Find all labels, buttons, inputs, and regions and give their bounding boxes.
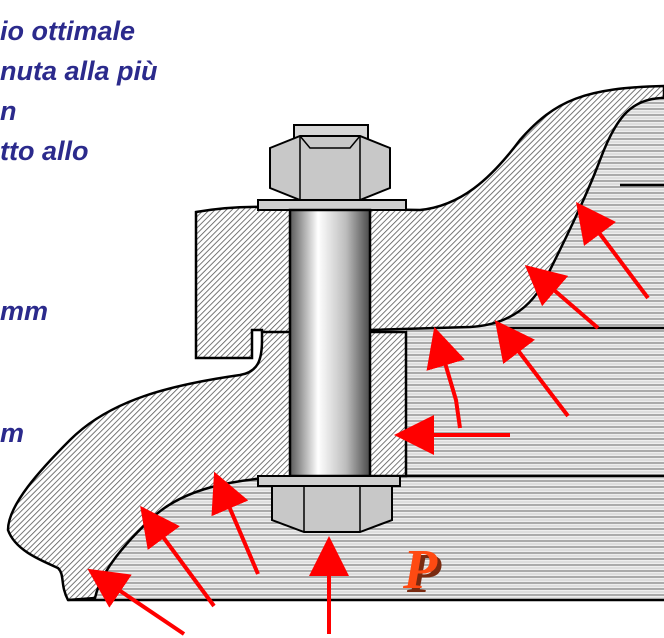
pressure-arrow: [140, 505, 216, 608]
pressure-arrows: [87, 202, 650, 636]
pressure-label: P: [402, 539, 438, 601]
pressure-arrow: [87, 568, 186, 636]
text-line-3: n: [0, 96, 17, 126]
text-line-2: nuta alla più: [0, 56, 158, 86]
text-line-6: m: [0, 418, 25, 448]
pressure-label-shadow: P: [406, 543, 442, 605]
text-line-1: io ottimale: [0, 16, 136, 46]
pressure-arrow: [576, 202, 650, 300]
bolt-shaft: [288, 208, 372, 478]
text-line-4: tto allo: [0, 136, 89, 166]
bolt-nut-bottom: [257, 475, 401, 533]
bolt-head-top: [257, 124, 407, 211]
pressure-arrow: [494, 320, 570, 418]
pressure-fluid-region: [70, 92, 664, 600]
pressure-arrow: [426, 326, 465, 429]
text-line-5: mm: [0, 296, 49, 326]
pressure-arrow: [524, 264, 600, 330]
pressure-arrow: [211, 471, 260, 575]
